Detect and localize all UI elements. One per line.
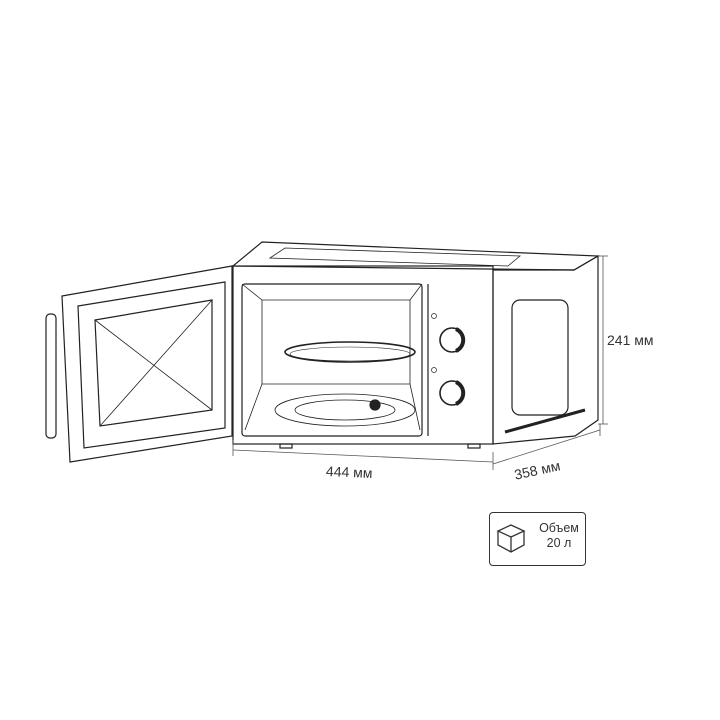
volume-value: 20 л — [546, 536, 572, 550]
door-handle[interactable] — [45, 313, 57, 439]
door-inner — [77, 281, 226, 449]
side-grille — [504, 408, 586, 434]
volume-label: Объем — [539, 521, 579, 535]
volume-badge: Объем 20 л — [489, 512, 586, 566]
window-mesh — [94, 319, 213, 411]
door-frame[interactable] — [61, 265, 233, 463]
timer-knob-shade — [455, 380, 466, 406]
turntable-base — [274, 393, 416, 427]
foot — [467, 443, 481, 449]
power-icon — [431, 313, 437, 319]
side-vent-panel — [511, 299, 569, 416]
cube-icon — [496, 524, 526, 553]
dimension-lines — [232, 255, 608, 470]
turntable-rack — [284, 341, 416, 363]
volume-text: Объем 20 л — [534, 521, 584, 551]
cavity-edge — [244, 383, 263, 431]
window-mesh — [99, 299, 213, 427]
cavity-edge — [409, 283, 423, 301]
cavity-edge — [409, 383, 421, 431]
microwave-front — [232, 265, 494, 445]
cavity-opening — [241, 283, 423, 437]
timer-icon — [431, 367, 437, 373]
width-dimension: 444 мм — [325, 462, 373, 482]
top-vent — [268, 247, 522, 267]
cavity-edge — [241, 283, 263, 301]
turntable-base — [294, 399, 396, 421]
height-dimension: 241 мм — [607, 332, 654, 348]
turntable-rack-inner — [289, 346, 411, 362]
microwave-side — [492, 254, 599, 445]
power-knob-shade — [455, 327, 466, 353]
foot — [279, 443, 293, 449]
door-window — [94, 299, 213, 427]
turntable-hub — [369, 399, 381, 411]
